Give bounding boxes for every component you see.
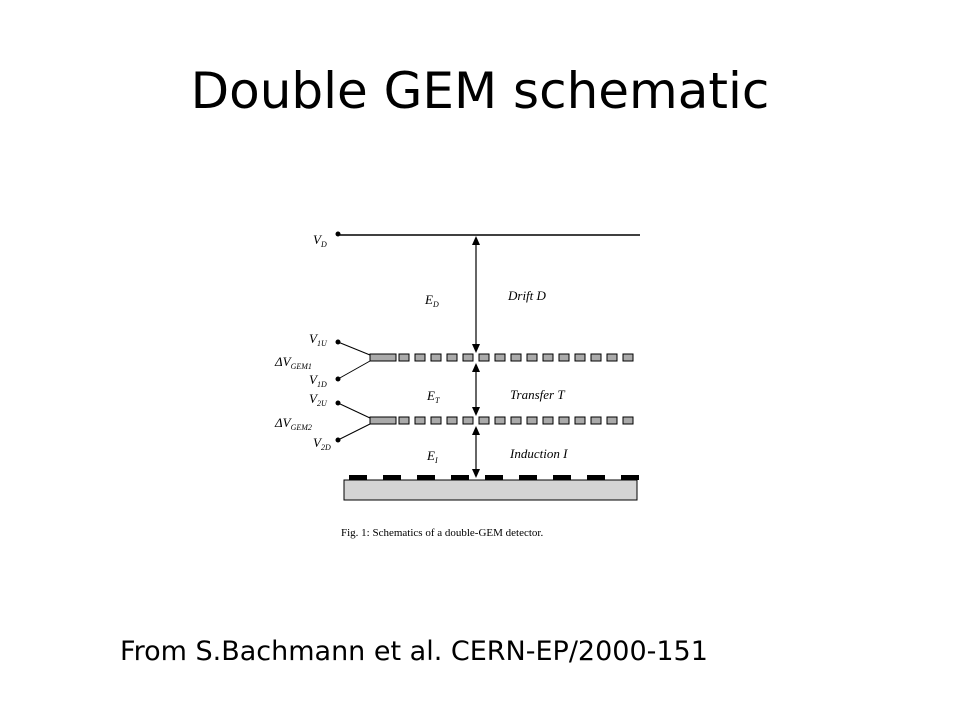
readout-pad <box>587 475 605 480</box>
readout-pad <box>553 475 571 480</box>
gem-segment <box>510 416 522 425</box>
gem-segment <box>430 353 442 362</box>
gem-segment <box>414 353 426 362</box>
vd-terminal <box>335 231 341 237</box>
gem-segment <box>542 416 554 425</box>
gem-segment <box>622 416 634 425</box>
readout-pad <box>349 475 367 480</box>
gem-segment <box>622 353 634 362</box>
ed-label: ED <box>424 292 439 309</box>
gem-segment <box>494 416 506 425</box>
gem-segment <box>526 416 538 425</box>
gem2-top-wire <box>337 402 371 419</box>
gem2-foil <box>369 416 634 425</box>
gem-segment <box>414 416 426 425</box>
gem-segment <box>462 416 474 425</box>
v1u-label: V1U <box>309 331 328 348</box>
gem-segment <box>510 353 522 362</box>
gem-segment <box>574 416 586 425</box>
v1d-label: V1D <box>309 372 327 389</box>
induction-region-label: Induction I <box>509 446 568 461</box>
v2d-terminal <box>335 437 341 443</box>
v2u-label: V2U <box>309 391 328 408</box>
gem-segment <box>590 416 602 425</box>
gem-segment <box>462 353 474 362</box>
readout-pad <box>417 475 435 480</box>
v1u-terminal <box>335 339 341 345</box>
gem1-bottom-wire <box>337 360 371 380</box>
gem-segment <box>542 353 554 362</box>
readout-board <box>343 475 639 501</box>
v2u-terminal <box>335 400 341 406</box>
vd-label: VD <box>313 232 327 249</box>
et-label: ET <box>426 388 440 405</box>
gem-segment <box>446 416 458 425</box>
ei-label: EI <box>426 448 438 465</box>
figure-caption: Fig. 1: Schematics of a double-GEM detec… <box>341 527 543 539</box>
gem-segment <box>494 353 506 362</box>
gem-segment <box>430 416 442 425</box>
gem1-top-wire <box>337 341 371 356</box>
readout-pad <box>451 475 469 480</box>
gem-segment <box>606 353 618 362</box>
transfer-region-label: Transfer T <box>510 387 565 402</box>
gem-segment <box>478 353 490 362</box>
gem1-foil <box>369 353 634 362</box>
gem-segment <box>398 416 410 425</box>
readout-pad <box>519 475 537 480</box>
source-citation: From S.Bachmann et al. CERN-EP/2000-151 <box>120 636 708 667</box>
drift-region-label: Drift D <box>507 288 547 303</box>
readout-pad <box>485 475 503 480</box>
gem-segment <box>574 353 586 362</box>
gem-segment <box>526 353 538 362</box>
gem-segment <box>558 353 570 362</box>
gem-segment <box>606 416 618 425</box>
field-arrows <box>472 236 480 478</box>
dv-gem1-label: ΔVGEM1 <box>274 354 312 371</box>
v1d-terminal <box>335 376 341 382</box>
gem2-bottom-wire <box>337 423 371 441</box>
dv-gem2-label: ΔVGEM2 <box>274 415 312 432</box>
readout-pad <box>383 475 401 480</box>
gem-segment <box>398 353 410 362</box>
gem-segment <box>558 416 570 425</box>
v2d-label: V2D <box>313 435 331 452</box>
readout-pad <box>621 475 639 480</box>
gem-segment <box>446 353 458 362</box>
slide-title: Double GEM schematic <box>190 62 770 120</box>
gem-segment <box>478 416 490 425</box>
gem-segment <box>590 353 602 362</box>
